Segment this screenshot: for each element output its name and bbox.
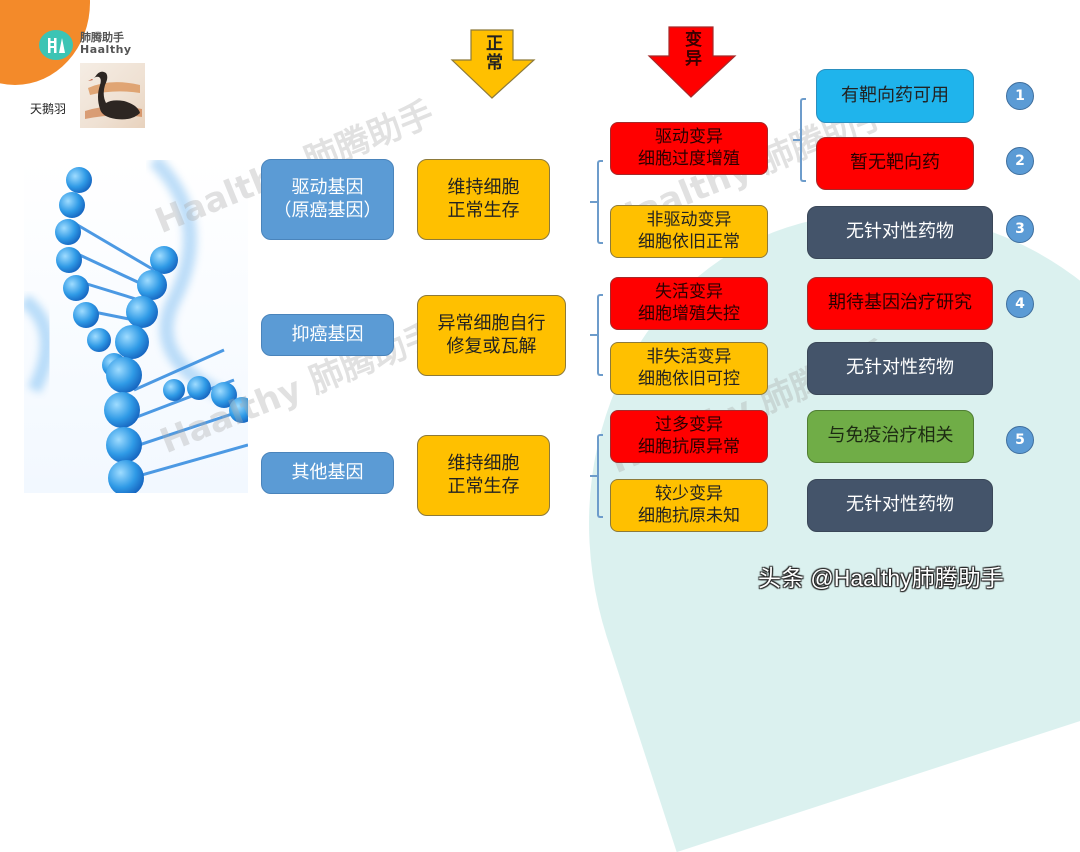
bracket xyxy=(597,434,603,518)
mutation-box: 较少变异 细胞抗原未知 xyxy=(610,479,768,532)
mutation-text: 非驱动变异 xyxy=(646,210,732,231)
normal-function-text: 正常生存 xyxy=(447,199,520,221)
bracket xyxy=(800,98,806,182)
outcome-box: 无针对性药物 xyxy=(807,206,993,259)
outcome-box: 无针对性药物 xyxy=(807,479,993,532)
logo-text-cn: 肺腾助手 xyxy=(80,31,124,44)
swan-avatar-image xyxy=(80,63,145,128)
outcome-text: 暂无靶向药 xyxy=(850,152,940,174)
normal-function-text: 修复或瓦解 xyxy=(446,335,537,357)
mutation-text: 过多变异 xyxy=(655,415,723,436)
author-name: 天鹅羽 xyxy=(30,102,67,116)
mutation-text: 细胞增殖失控 xyxy=(638,303,740,324)
normal-arrow-label: 正常 xyxy=(482,34,502,72)
mutation-text: 细胞过度增殖 xyxy=(638,148,740,169)
bracket-tick xyxy=(590,201,598,203)
normal-function-text: 异常细胞自行 xyxy=(437,313,546,334)
number-badge: 2 xyxy=(1006,147,1034,175)
outcome-box: 无针对性药物 xyxy=(807,342,993,395)
mutation-box: 非失活变异 细胞依旧可控 xyxy=(610,342,768,395)
gene-box-other: 其他基因 xyxy=(261,452,394,494)
mutation-text: 较少变异 xyxy=(655,484,723,505)
normal-function-text: 正常生存 xyxy=(447,475,520,497)
outcome-text: 无针对性药物 xyxy=(846,221,954,243)
normal-function-text: 维持细胞 xyxy=(447,177,520,198)
gene-label: 驱动基因 xyxy=(291,177,364,198)
mutation-text: 非失活变异 xyxy=(646,347,732,368)
outcome-box: 有靶向药可用 xyxy=(816,69,974,123)
mutation-box: 失活变异 细胞增殖失控 xyxy=(610,277,768,330)
teal-background-shape xyxy=(503,127,1080,852)
number-badge: 5 xyxy=(1006,426,1034,454)
outcome-text: 无针对性药物 xyxy=(846,357,954,379)
mutation-text: 细胞依旧正常 xyxy=(638,231,740,252)
mutation-box: 过多变异 细胞抗原异常 xyxy=(610,410,768,463)
dna-helix-image xyxy=(24,160,248,493)
outcome-text: 与免疫治疗相关 xyxy=(827,425,954,447)
bracket-tick xyxy=(793,139,801,141)
mutation-box: 驱动变异 细胞过度增殖 xyxy=(610,122,768,175)
bracket-tick xyxy=(590,475,598,477)
outcome-box: 暂无靶向药 xyxy=(816,137,974,190)
gene-label: （原癌基因） xyxy=(273,199,382,221)
mutation-text: 驱动变异 xyxy=(655,127,723,148)
mutation-down-arrow-icon xyxy=(647,26,737,98)
normal-function-text: 维持细胞 xyxy=(447,453,520,474)
outcome-text: 期待基因治疗研究 xyxy=(828,292,972,314)
mutation-text: 细胞依旧可控 xyxy=(638,368,740,389)
number-badge: 3 xyxy=(1006,215,1034,243)
gene-box-tumor-suppressor: 抑癌基因 xyxy=(261,314,394,356)
normal-function-box: 维持细胞 正常生存 xyxy=(417,435,550,516)
mutation-text: 细胞抗原异常 xyxy=(638,436,740,457)
mutation-box: 非驱动变异 细胞依旧正常 xyxy=(610,205,768,258)
gene-label: 抑癌基因 xyxy=(291,323,364,345)
haalthy-logo-icon xyxy=(39,30,73,60)
footer-source-text: 头条 @Haalthy肺腾助手 xyxy=(758,565,1004,591)
number-badge: 1 xyxy=(1006,82,1034,110)
mutation-arrow-label: 变异 xyxy=(681,30,701,68)
normal-function-box: 维持细胞 正常生存 xyxy=(417,159,550,240)
normal-function-box: 异常细胞自行 修复或瓦解 xyxy=(417,295,566,376)
mutation-text: 细胞抗原未知 xyxy=(638,505,740,526)
outcome-text: 有靶向药可用 xyxy=(841,84,949,106)
number-badge: 4 xyxy=(1006,290,1034,318)
outcome-text: 无针对性药物 xyxy=(846,494,954,516)
bracket xyxy=(597,160,603,244)
normal-down-arrow-icon xyxy=(450,29,536,99)
outcome-box: 期待基因治疗研究 xyxy=(807,277,993,330)
bracket xyxy=(597,294,603,376)
bracket-tick xyxy=(590,334,598,336)
gene-label: 其他基因 xyxy=(291,461,364,483)
outcome-box: 与免疫治疗相关 xyxy=(807,410,974,463)
logo-text-en: Haalthy xyxy=(80,43,132,56)
mutation-text: 失活变异 xyxy=(655,282,723,303)
gene-box-driver: 驱动基因 （原癌基因） xyxy=(261,159,394,240)
